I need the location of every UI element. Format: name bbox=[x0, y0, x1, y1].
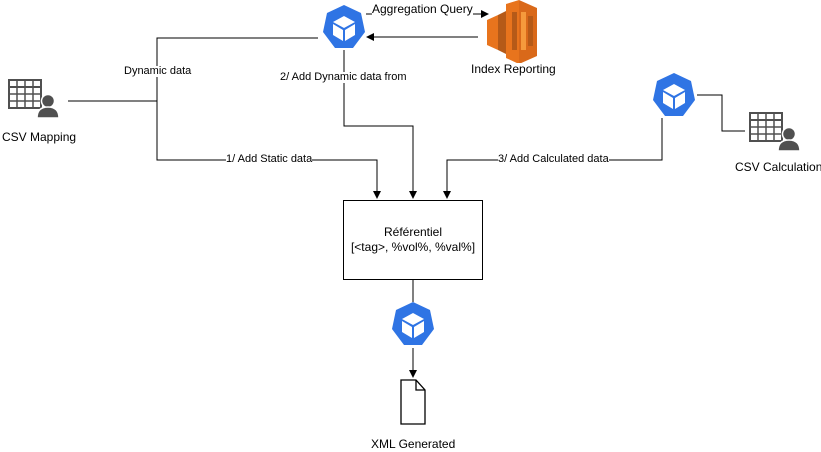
edge-label-dynamic-data: Dynamic data bbox=[124, 65, 192, 77]
hexagon-cube-icon bbox=[653, 73, 695, 116]
edge-label-aggregation-query: Aggregation Query bbox=[372, 2, 473, 17]
edge-label-add-static: 1/ Add Static data bbox=[226, 153, 313, 165]
table-user-icon bbox=[749, 112, 801, 152]
referentiel-title: Référentiel bbox=[383, 225, 443, 239]
edge-label-add-calculated: 3/ Add Calculated data bbox=[498, 153, 609, 165]
hexagon-cube-icon bbox=[392, 302, 434, 345]
edge-add-dynamic bbox=[343, 50, 417, 199]
referentiel-node: Référentiel [<tag>, %vol%, %val%] bbox=[343, 200, 483, 280]
edge-csv-calculation bbox=[697, 94, 745, 132]
csv-calculation-label: CSV Calculation bbox=[735, 160, 821, 174]
table-user-icon bbox=[8, 79, 60, 119]
referentiel-fields: [<tag>, %vol%, %val%] bbox=[350, 240, 476, 254]
aws-service-icon bbox=[487, 0, 537, 64]
document-icon bbox=[400, 379, 426, 425]
hexagon-cube-icon bbox=[323, 5, 365, 48]
csv-mapping-label: CSV Mapping bbox=[2, 130, 77, 144]
xml-generated-label: XML Generated bbox=[371, 437, 456, 451]
index-reporting-label: Index Reporting bbox=[471, 62, 556, 76]
edge-label-add-dynamic: 2/ Add Dynamic data from bbox=[280, 71, 407, 83]
edge-dynamic-data bbox=[68, 37, 318, 102]
